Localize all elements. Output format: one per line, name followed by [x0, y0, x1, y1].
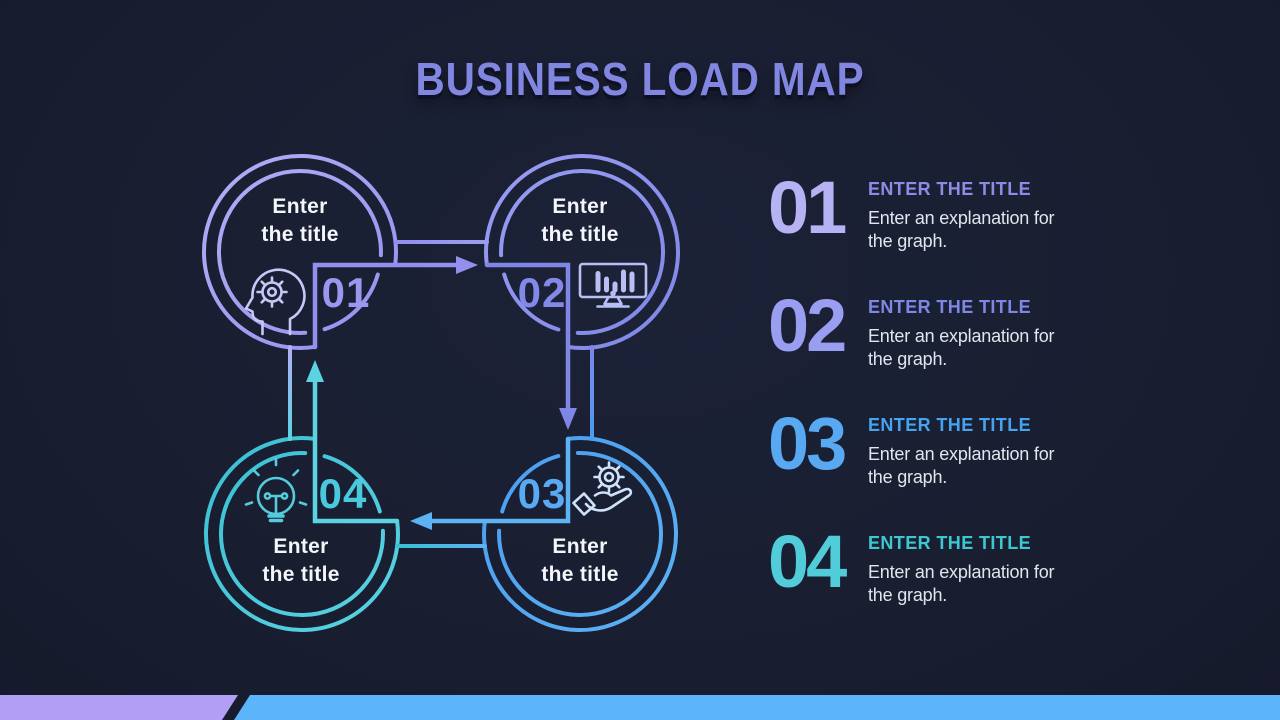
legend-text-block: ENTER THE TITLE Enter an explanation for… [868, 178, 1083, 253]
node-inner-arc [216, 168, 383, 335]
node-3-number: 03 [518, 470, 567, 517]
node-inner-arc [497, 450, 663, 617]
head-profile [244, 268, 306, 336]
hand-cuff [572, 492, 596, 516]
gear-hub [603, 471, 615, 483]
legend-number: 04 [768, 520, 847, 604]
legend-item: 03 ENTER THE TITLE Enter an explanation … [768, 402, 1083, 489]
gear-teeth [593, 461, 625, 493]
bulb-rays [244, 457, 308, 506]
node-inner-arc [500, 454, 561, 514]
legend-item: 01 ENTER THE TITLE Enter an explanation … [768, 166, 1083, 253]
node-inner-arc [322, 454, 382, 514]
node-4-label-line2: the title [262, 563, 339, 586]
node-1-label-line1: Enter [272, 195, 327, 218]
gear-hub [266, 286, 278, 298]
legend-title: ENTER THE TITLE [868, 415, 1031, 436]
open-hand [584, 487, 633, 512]
node-3-label-line1: Enter [552, 535, 607, 558]
node-4-number: 04 [319, 470, 368, 517]
monitor-chart-icon [578, 262, 648, 308]
lightbulb-icon [244, 457, 308, 523]
node-2-number: 02 [518, 269, 567, 316]
node-inner-arc [499, 169, 665, 335]
legend-title: ENTER THE TITLE [868, 179, 1031, 199]
node-outer-arc [482, 436, 679, 633]
flow-arrowhead [456, 256, 478, 274]
node-inner-arc [219, 451, 385, 617]
hand-gear-icon [572, 461, 633, 516]
node-1-label-line2: the title [261, 223, 338, 246]
flow-arrowhead [410, 512, 432, 530]
flow-arrowhead [306, 360, 324, 382]
legend-description: Enter an explanation for the graph. [868, 562, 1055, 606]
legend-number: 03 [768, 402, 847, 486]
node-outer-arc [204, 436, 400, 632]
bulb-base [267, 514, 285, 523]
node-1-number: 01 [322, 269, 371, 316]
legend-text-block: ENTER THE TITLE Enter an explanation for… [868, 414, 1083, 489]
monitor-stand [596, 295, 630, 308]
node-bracket-arrow-line [429, 436, 571, 524]
footer-stripe-blue [234, 695, 1280, 720]
legend-description: Enter an explanation for the graph. [868, 444, 1055, 488]
diagram-lines [202, 153, 680, 633]
monitor-dot [610, 290, 616, 297]
head-gear-icon [244, 268, 306, 336]
legend-title: ENTER THE TITLE [868, 297, 1031, 318]
legend-title: ENTER THE TITLE [868, 533, 1031, 554]
legend-description: Enter an explanation for the graph. [868, 208, 1055, 252]
legend-text-block: ENTER THE TITLE Enter an explanation for… [868, 532, 1083, 607]
node-inner-arc [322, 272, 380, 332]
legend-description: Enter an explanation for the graph. [868, 326, 1055, 370]
monitor-screen [578, 262, 648, 299]
node-inner-arc [502, 272, 561, 332]
node-2-label-line2: the title [541, 223, 618, 246]
slide-title: BUSINESS LOAD MAP [415, 53, 865, 105]
node-2-label-line1: Enter [552, 195, 607, 218]
gear-teeth [256, 276, 288, 308]
filament-wires [268, 494, 284, 515]
legend-item: 02 ENTER THE TITLE Enter an explanation … [768, 284, 1083, 371]
legend-number: 02 [768, 284, 847, 368]
footer-stripe-purple [0, 695, 238, 720]
node-bracket-arrow-line [484, 262, 571, 411]
legend-item: 04 ENTER THE TITLE Enter an explanation … [768, 520, 1083, 607]
node-outer-arc [484, 154, 680, 351]
node-3-label-line2: the title [541, 563, 618, 586]
flow-arrowhead [559, 408, 577, 430]
node-bracket-arrow-line [312, 379, 400, 524]
node-4-label-line1: Enter [273, 535, 328, 558]
legend-number: 01 [768, 166, 847, 249]
node-outer-arc [202, 153, 398, 350]
chart-bars [595, 269, 635, 293]
legend: 01 ENTER THE TITLE Enter an explanation … [768, 166, 1083, 607]
node-bracket-arrow-line [312, 262, 459, 350]
legend-text-block: ENTER THE TITLE Enter an explanation for… [868, 296, 1083, 371]
